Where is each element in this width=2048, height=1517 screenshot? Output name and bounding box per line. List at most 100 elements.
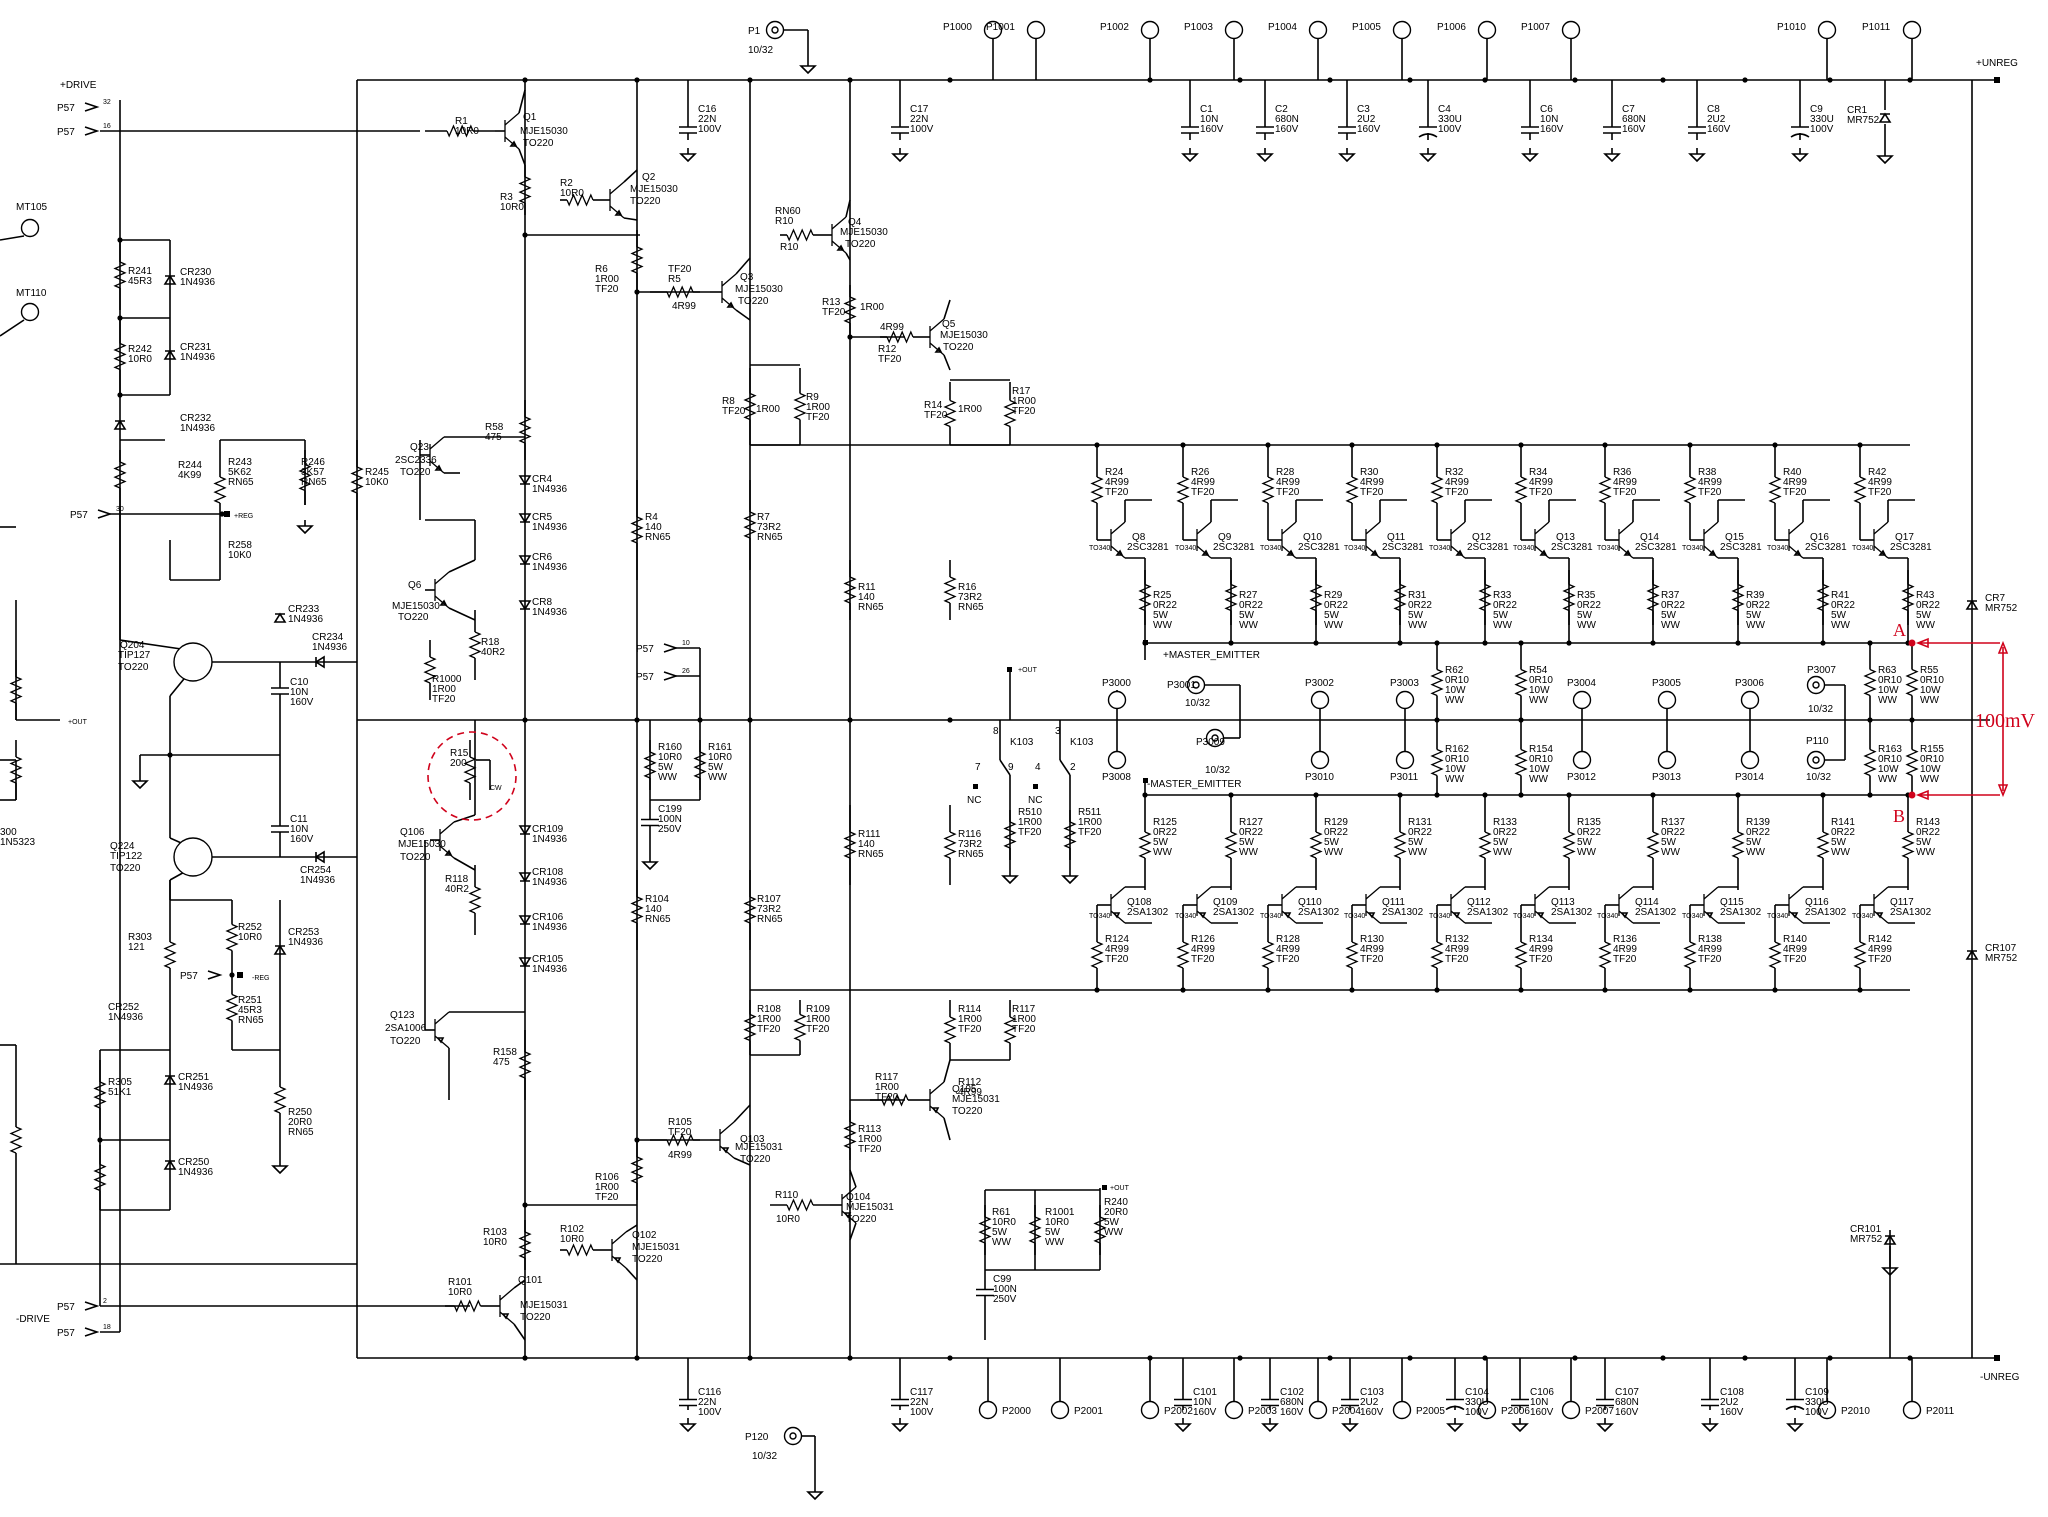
diode <box>273 944 287 955</box>
res-label: 1R00 <box>432 684 456 695</box>
resistor <box>1261 476 1275 504</box>
res-label: 0R22 <box>1831 827 1855 838</box>
res-label: 1R00 <box>806 402 830 413</box>
res-label: R28 <box>1276 467 1295 478</box>
transistor <box>1618 521 1634 535</box>
diode <box>518 872 532 883</box>
q-label: TO220 <box>110 863 141 874</box>
connector-label: P57 <box>57 127 75 138</box>
transistor <box>1365 545 1381 559</box>
q-label: Q224 <box>110 841 135 852</box>
res-label: R117 <box>875 1072 899 1083</box>
cap-label: 22N <box>698 1397 716 1408</box>
relay-pin: 8 <box>993 726 999 737</box>
res-label: R241 <box>128 266 152 277</box>
junction-dot <box>1482 792 1488 798</box>
res-label: R131 <box>1408 817 1432 828</box>
res-label: R54 <box>1529 665 1548 676</box>
q-label: TIP122 <box>110 851 143 862</box>
diode-label: 1N4936 <box>532 522 567 533</box>
cap-label: C108 <box>1720 1387 1744 1398</box>
res-label: R27 <box>1239 590 1258 601</box>
res-label: 10R0 <box>776 1214 800 1225</box>
res-label: WW <box>1445 774 1464 785</box>
diode-label: MR752 <box>1847 115 1880 126</box>
transistor <box>836 244 845 251</box>
res-label: 10R0 <box>560 188 584 199</box>
res-label: 5W <box>1661 610 1677 621</box>
q-label: MJE15030 <box>630 184 678 195</box>
cap-label: 2U2 <box>1707 114 1726 125</box>
res-label: R142 <box>1868 934 1892 945</box>
res-label: R154 <box>1529 744 1553 755</box>
res-label: RN65 <box>958 849 984 860</box>
resistor <box>1514 668 1528 697</box>
resistor <box>1138 583 1152 612</box>
cap-label: 100V <box>1438 124 1462 135</box>
res-label: TF20 <box>806 1024 830 1035</box>
q-label: Q11 <box>1387 532 1406 543</box>
pkg-label: TO340 <box>1175 913 1196 920</box>
res-label: 5W <box>992 1227 1008 1238</box>
cap-label: C1 <box>1200 104 1213 115</box>
transistor <box>1703 521 1719 535</box>
ground-symbol <box>1419 153 1437 163</box>
res-label: 5W <box>1493 837 1509 848</box>
transistor <box>614 209 623 216</box>
ground-symbol <box>1511 1423 1529 1433</box>
res-label: 5W <box>1746 837 1762 848</box>
res-label: RN65 <box>645 914 671 925</box>
res-label: RN65 <box>288 1127 314 1138</box>
diode-label: CR7 <box>1985 593 2005 604</box>
res-label: 0R10 <box>1920 675 1944 686</box>
transistor <box>1873 521 1889 535</box>
cap-label: C9 <box>1810 104 1823 115</box>
terminal-pad <box>1817 1400 1837 1420</box>
node-square <box>973 784 978 789</box>
connector-label: P57 <box>70 510 88 521</box>
junction-dot <box>1327 1355 1333 1361</box>
res-label: 0R22 <box>1661 827 1685 838</box>
res-label: R58 <box>485 422 504 433</box>
q-label: MJE15031 <box>952 1094 1000 1105</box>
junction-dot <box>1482 640 1488 646</box>
diode-label: 1N4936 <box>532 877 567 888</box>
res-label: 20R0 <box>1104 1207 1128 1218</box>
res-label: 5W <box>1831 610 1847 621</box>
cap-label: 160V <box>290 834 314 845</box>
resistor <box>1478 583 1492 612</box>
junction-dot <box>1407 1355 1413 1361</box>
res-label: 5W <box>1104 1217 1120 1228</box>
res-label: 45R3 <box>128 276 152 287</box>
tp-label: P1 <box>748 26 761 37</box>
res-label: R143 <box>1916 817 1940 828</box>
wire <box>849 1169 857 1188</box>
part-label: 1N5323 <box>0 837 35 848</box>
cap-label: C103 <box>1360 1387 1384 1398</box>
ground-symbol <box>271 1165 289 1175</box>
res-label: R141 <box>1831 817 1855 828</box>
pad-label-mid: P3008 <box>1102 772 1131 783</box>
ground-symbol <box>799 65 817 75</box>
connector-arrow <box>84 1301 100 1311</box>
junction-dot <box>947 717 953 723</box>
res-label: R129 <box>1324 817 1348 828</box>
terminal-pad <box>20 302 40 322</box>
wire <box>453 857 476 871</box>
res-label: R14 <box>924 400 943 411</box>
cap-label: 330U <box>1438 114 1462 125</box>
pad-label-mid: P3004 <box>1567 678 1596 689</box>
res-label: R250 <box>288 1107 312 1118</box>
resistor <box>1731 583 1745 612</box>
q-label: 2SC2336 <box>395 455 437 466</box>
resistor <box>886 330 914 344</box>
res-label: 4R99 <box>1445 477 1469 488</box>
cap-label: C106 <box>1530 1387 1554 1398</box>
res-label: 10R0 <box>448 1287 472 1298</box>
diode-label: 1N4936 <box>300 875 335 886</box>
transistor <box>1618 886 1634 900</box>
res-label: WW <box>1916 620 1935 631</box>
res-label: 4R99 <box>1868 477 1892 488</box>
q-label: Q14 <box>1640 532 1659 543</box>
q-label: Q23 <box>410 442 429 453</box>
